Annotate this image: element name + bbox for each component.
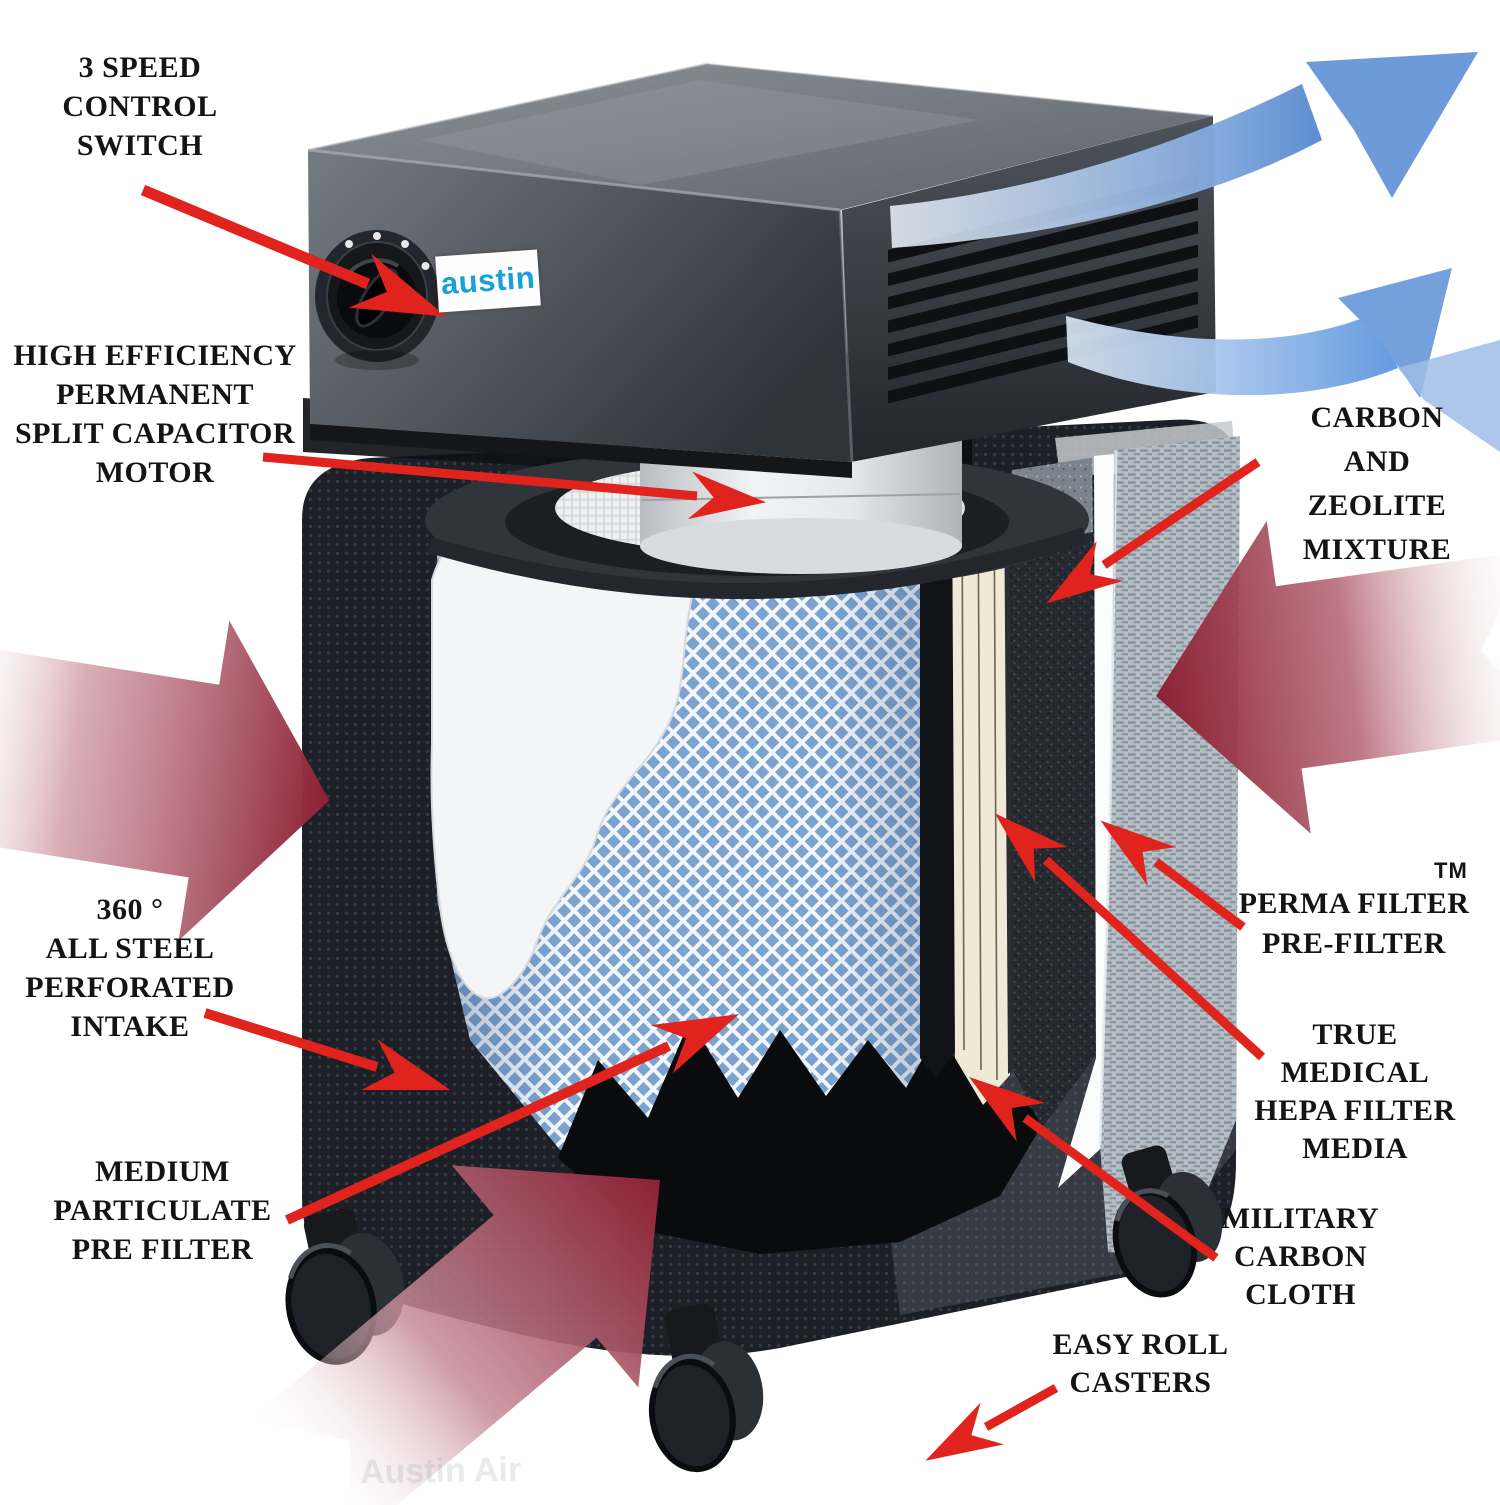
caster-wheel-right <box>1112 1145 1223 1298</box>
label-speed-switch: 3 SPEED CONTROL SWITCH <box>62 51 218 162</box>
trademark-symbol: TM <box>1434 858 1468 883</box>
label-carbon-zeolite: CARBON AND ZEOLITE MIXTURE <box>1302 401 1452 566</box>
callout-arrow-intake <box>203 1008 451 1091</box>
outflow-arrow-lower <box>1066 268 1500 452</box>
label-intake: 360 ° ALL STEEL PERFORATED INTAKE <box>25 893 235 1043</box>
label-carbon-cloth: MILITARY CARBON CLOTH <box>1221 1202 1380 1311</box>
caster-wheel-center <box>648 1303 764 1473</box>
callout-arrow-carbon-cloth <box>969 1077 1219 1262</box>
callout-arrows <box>140 184 1266 1461</box>
callout-arrow-pre-filter <box>284 1014 740 1225</box>
intake-arrow-left <box>0 620 330 941</box>
callout-arrow-carbon-zeolite <box>1046 458 1261 604</box>
austin-logo-text: austin <box>439 259 537 302</box>
label-hepa: TRUE MEDICAL HEPA FILTER MEDIA <box>1254 1018 1456 1165</box>
austin-logo: austin <box>435 249 541 313</box>
intake-arrow-bottom <box>248 1165 660 1505</box>
callout-arrow-hepa <box>994 813 1266 1061</box>
label-perma-filter: PERMA FILTER PRE-FILTER <box>1238 887 1470 960</box>
carbon-cloth-layer <box>920 488 955 1078</box>
label-pre-filter: MEDIUM PARTICULATE PRE FILTER <box>53 1155 272 1266</box>
callout-arrow-speed-switch <box>140 184 447 317</box>
label-casters: EASY ROLL CASTERS <box>1052 1328 1229 1399</box>
outflow-arrow-upper <box>890 52 1478 248</box>
perma-prefilter-mesh <box>1100 436 1240 1258</box>
intake-arrow-right <box>1156 520 1500 834</box>
callout-arrow-motor <box>262 452 767 520</box>
watermark-text: Austin Air <box>359 1450 522 1492</box>
cutaway-shadow <box>558 1020 1046 1254</box>
callout-arrow-casters <box>925 1384 1059 1461</box>
callout-arrow-perma-filter <box>1100 820 1246 931</box>
label-motor: HIGH EFFICIENCY PERMANENT SPLIT CAPACITO… <box>13 339 297 489</box>
